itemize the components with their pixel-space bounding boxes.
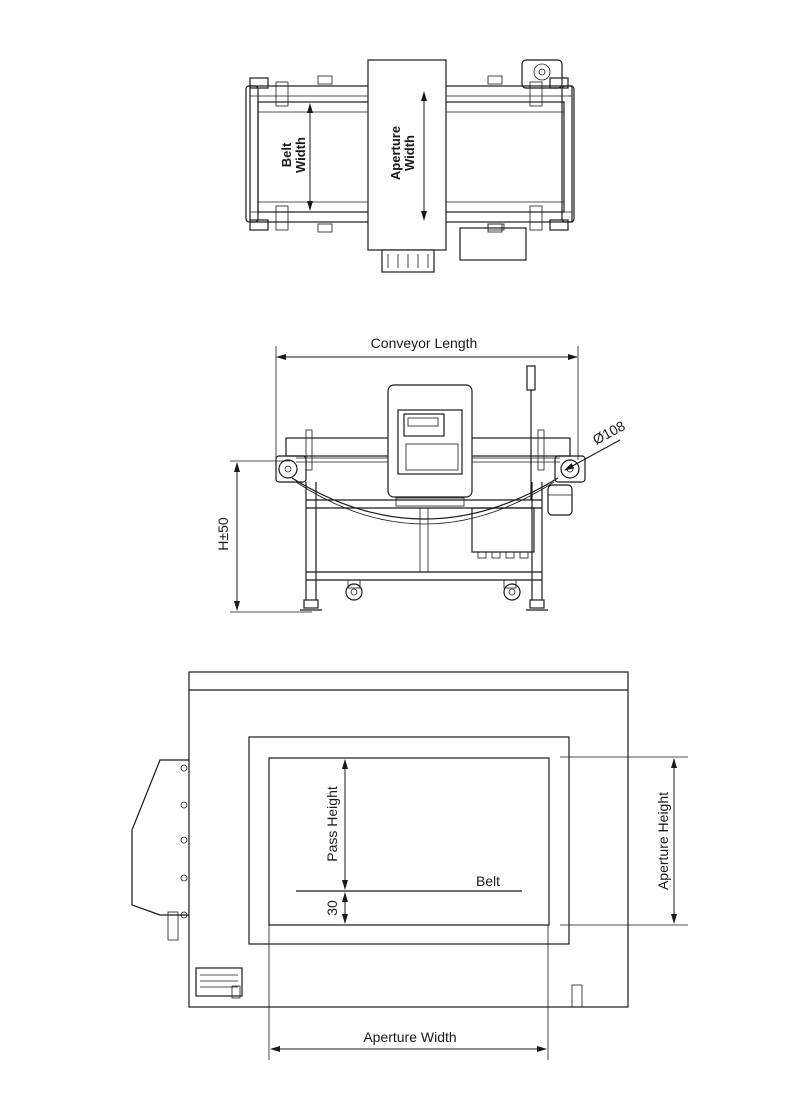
side-panel bbox=[131, 759, 189, 916]
diameter-leader bbox=[564, 439, 621, 471]
top-view: Belt Width Aperture Width bbox=[245, 59, 575, 273]
front-view: Belt Pass Height 30 Aperture Height Aper… bbox=[131, 671, 688, 1060]
belt-offset-label: 30 bbox=[324, 900, 340, 916]
pulley-right bbox=[560, 459, 580, 479]
aperture-outer bbox=[248, 736, 570, 945]
side-view: Conveyor Length bbox=[215, 335, 628, 613]
motor-top bbox=[521, 59, 563, 89]
belt-width-label-1: Belt bbox=[279, 142, 294, 167]
detector-head-side bbox=[387, 384, 473, 498]
belt-label: Belt bbox=[476, 873, 500, 889]
conveyor-length-label: Conveyor Length bbox=[371, 335, 478, 351]
control-panel bbox=[403, 413, 445, 437]
control-box-top bbox=[459, 227, 527, 261]
aperture-width-label-2: Width bbox=[402, 135, 417, 171]
aperture-inner bbox=[268, 757, 550, 926]
pass-height-label: Pass Height bbox=[324, 786, 340, 862]
pulley-left bbox=[278, 459, 298, 479]
aperture-width-label-1: Aperture bbox=[388, 126, 403, 180]
aperture-height-label: Aperture Height bbox=[655, 792, 671, 890]
height-label: H±50 bbox=[215, 517, 231, 551]
caster-left bbox=[345, 583, 363, 601]
aperture-width-label-front: Aperture Width bbox=[363, 1029, 456, 1045]
caster-right bbox=[503, 583, 521, 601]
belt-width-label-2: Width bbox=[293, 137, 308, 173]
nameplate bbox=[195, 967, 243, 997]
detector-housing bbox=[188, 671, 629, 1008]
roller-diameter-label: Ø108 bbox=[590, 417, 628, 447]
signal-tower bbox=[526, 365, 536, 391]
control-box-side bbox=[471, 507, 535, 553]
motor-side bbox=[547, 484, 573, 516]
